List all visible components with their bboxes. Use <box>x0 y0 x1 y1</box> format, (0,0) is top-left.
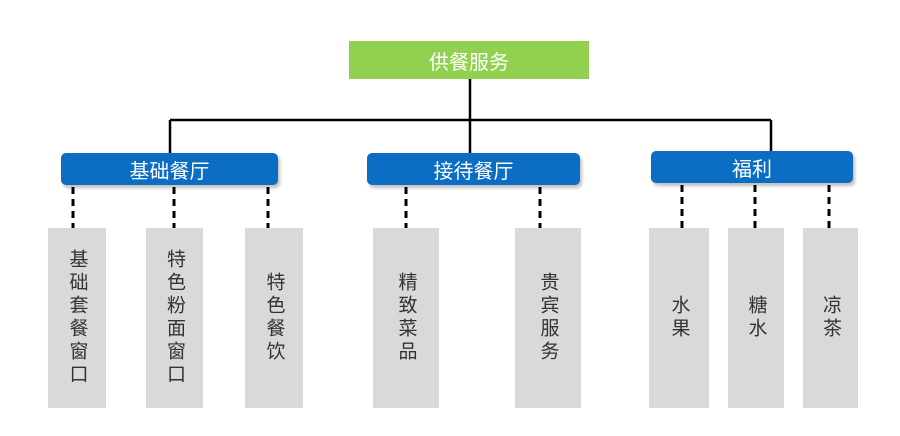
leaf-node: 水果 <box>649 228 709 408</box>
category-label: 基础餐厅 <box>129 158 210 183</box>
leaf-label: 精致菜品 <box>395 272 418 364</box>
leaf-node: 基础套餐窗口 <box>48 228 106 408</box>
leaf-label: 贵宾服务 <box>537 272 560 364</box>
category-label: 福利 <box>732 156 772 181</box>
leaf-node: 特色餐饮 <box>245 228 303 408</box>
leaf-label: 凉茶 <box>820 295 842 341</box>
leaf-node: 特色粉面窗口 <box>146 228 203 408</box>
leaf-label: 特色餐饮 <box>263 272 286 364</box>
root-node: 供餐服务 <box>349 41 589 79</box>
leaf-node: 糖水 <box>728 228 784 408</box>
category-node-basic-canteen: 基础餐厅 <box>61 153 278 185</box>
category-label: 接待餐厅 <box>433 158 514 183</box>
leaf-label: 基础套餐窗口 <box>66 249 89 387</box>
leaf-node: 贵宾服务 <box>515 228 581 408</box>
leaf-label: 水果 <box>668 295 691 341</box>
root-node-label: 供餐服务 <box>429 49 509 74</box>
category-node-reception-canteen: 接待餐厅 <box>367 153 580 185</box>
leaf-node: 精致菜品 <box>373 228 439 408</box>
leaf-node: 凉茶 <box>803 228 858 408</box>
category-node-welfare: 福利 <box>651 151 853 183</box>
leaf-label: 糖水 <box>745 295 768 341</box>
leaf-label: 特色粉面窗口 <box>164 249 186 387</box>
